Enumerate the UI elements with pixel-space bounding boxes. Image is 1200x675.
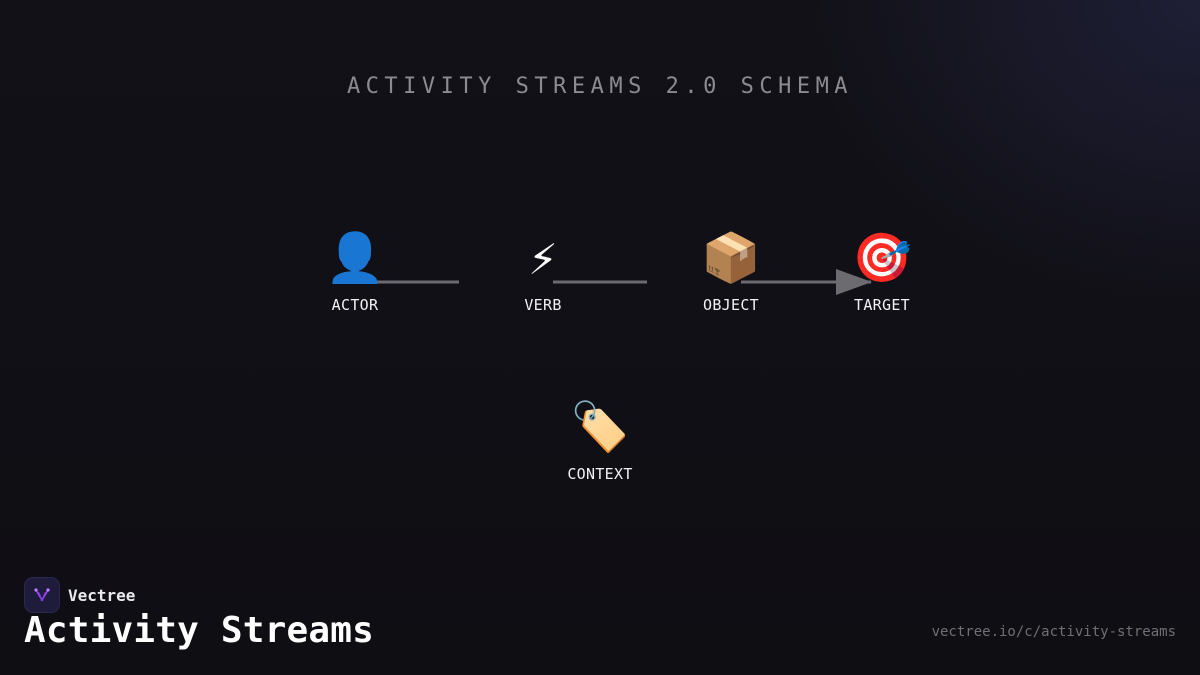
footer-title: Activity Streams (24, 610, 374, 651)
page-title: ACTIVITY STREAMS 2.0 SCHEMA (346, 74, 854, 99)
node-target: 🎯 TARGET (817, 230, 947, 314)
node-actor: 👤 ACTOR (290, 230, 420, 314)
person-icon: 👤 (325, 230, 385, 286)
package-icon: 📦 (701, 230, 761, 286)
node-label-actor: ACTOR (331, 296, 379, 314)
lightning-icon: ⚡ (528, 230, 558, 286)
vectree-logo-icon (24, 577, 60, 613)
node-context: 🏷️ CONTEXT (535, 399, 665, 483)
node-label-target: TARGET (854, 296, 910, 314)
footer-url-link[interactable]: vectree.io/c/activity-streams (931, 624, 1176, 640)
node-label-object: OBJECT (703, 296, 759, 314)
node-object: 📦 OBJECT (666, 230, 796, 314)
brand-name: Vectree (68, 585, 136, 605)
brand[interactable]: Vectree (24, 577, 135, 613)
node-verb: ⚡ VERB (478, 230, 608, 314)
tag-icon: 🏷️ (570, 399, 630, 455)
node-label-verb: VERB (524, 296, 562, 314)
node-label-context: CONTEXT (567, 465, 633, 483)
target-icon: 🎯 (852, 230, 912, 286)
